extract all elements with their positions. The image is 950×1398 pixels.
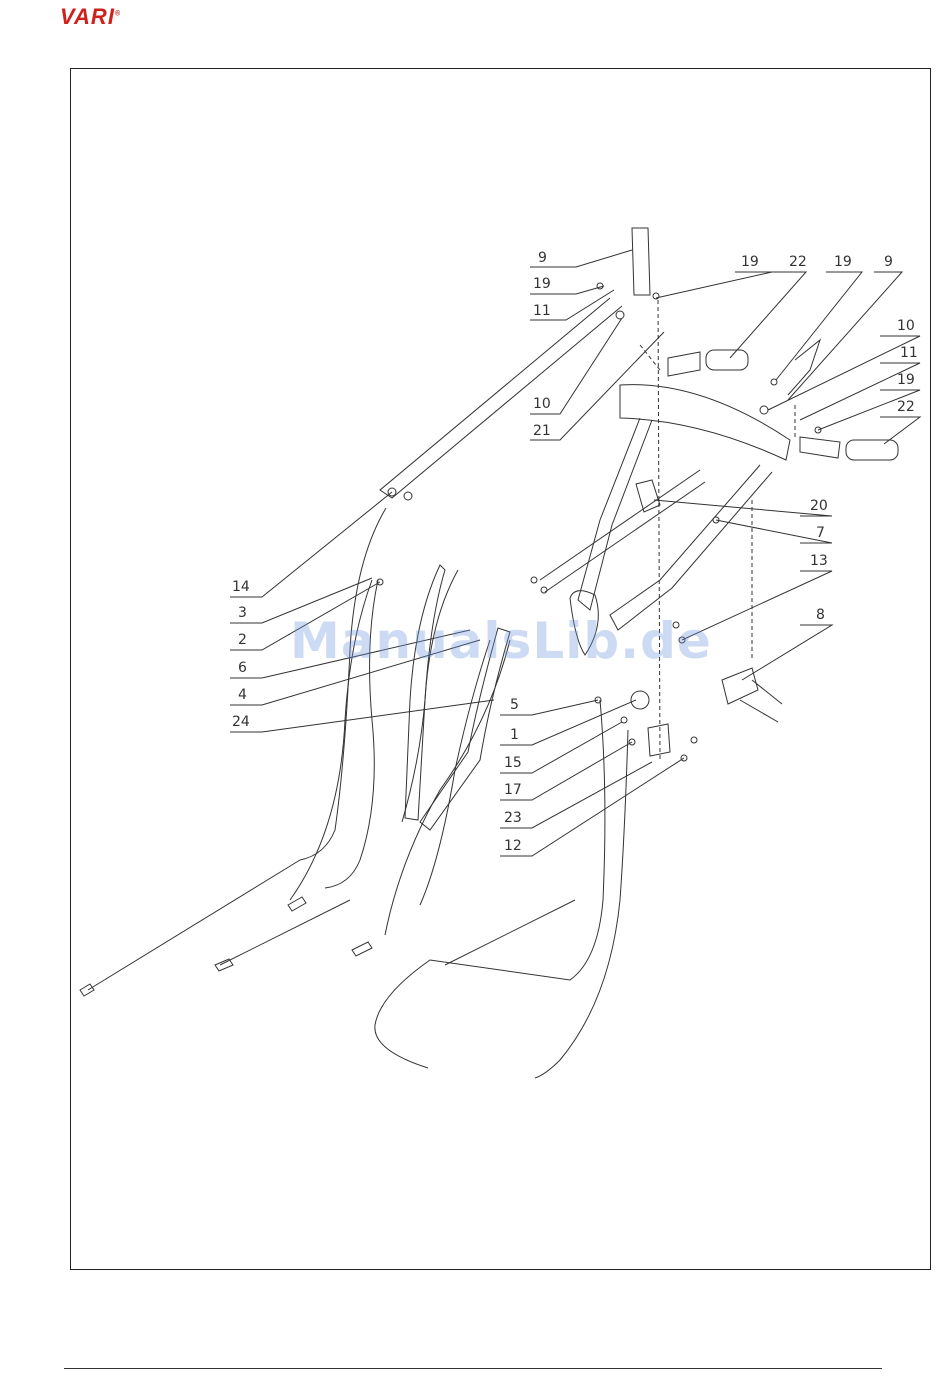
- callout-17: 17: [504, 782, 522, 798]
- callout-23: 23: [504, 810, 522, 826]
- bracket-arm: [740, 680, 782, 722]
- callout-11-right: 11: [900, 345, 918, 361]
- rod-right: [445, 900, 575, 965]
- handle-bar-left: [632, 228, 650, 295]
- callout-21: 21: [533, 423, 551, 439]
- cable-end-left: [80, 984, 94, 996]
- callout-7: 7: [816, 525, 825, 541]
- callout-10-right: 10: [897, 318, 915, 334]
- grip-sleeve-lower: [846, 440, 898, 460]
- callout-5: 5: [510, 697, 519, 713]
- callout-9-top: 9: [538, 250, 547, 266]
- cable-24: [385, 640, 510, 935]
- lever-20: [636, 480, 660, 512]
- handle-tube-long: [380, 298, 622, 498]
- callout-19-top-right: 19: [834, 254, 852, 270]
- callout-13: 13: [810, 553, 828, 569]
- callout-24: 24: [232, 714, 250, 730]
- grip-upper: [668, 352, 700, 376]
- callout-8: 8: [816, 607, 825, 623]
- callout-20: 20: [810, 498, 828, 514]
- mount-tube: [540, 470, 700, 580]
- sheath-1: [405, 565, 445, 820]
- callout-4: 4: [238, 687, 247, 703]
- callout-19-top: 19: [741, 254, 759, 270]
- callout-6: 6: [238, 660, 247, 676]
- callout-14: 14: [232, 579, 250, 595]
- callout-19-right: 19: [897, 372, 915, 388]
- callout-22-top: 22: [789, 254, 807, 270]
- callout-9-right: 9: [884, 254, 893, 270]
- cable-14: [300, 508, 386, 860]
- callout-15: 15: [504, 755, 522, 771]
- callout-22-right: 22: [897, 399, 915, 415]
- frame-left-arm: [578, 418, 652, 610]
- mount-tube-2: [545, 482, 705, 592]
- watermark: ManualsLib.de: [290, 612, 712, 670]
- cable-12: [535, 730, 628, 1078]
- rod-mid: [220, 900, 350, 965]
- grip-lower: [800, 437, 840, 458]
- cable-end-mid: [215, 959, 233, 971]
- callout-3: 3: [238, 605, 247, 621]
- frame-right-arm: [610, 465, 772, 630]
- callout-1: 1: [510, 727, 519, 743]
- footer-divider: [64, 1368, 882, 1369]
- crossbar: [620, 385, 790, 460]
- callout-12: 12: [504, 838, 522, 854]
- callout-2: 2: [238, 632, 247, 648]
- callout-19-left: 19: [533, 276, 551, 292]
- cable-end-right: [352, 942, 372, 956]
- plate-15: [648, 724, 670, 756]
- rod-left: [88, 860, 300, 990]
- callout-10-left: 10: [533, 396, 551, 412]
- callout-11-left: 11: [533, 303, 551, 319]
- cable-1: [375, 700, 605, 1068]
- cable-4: [420, 640, 490, 905]
- grip-sleeve-upper: [706, 350, 748, 370]
